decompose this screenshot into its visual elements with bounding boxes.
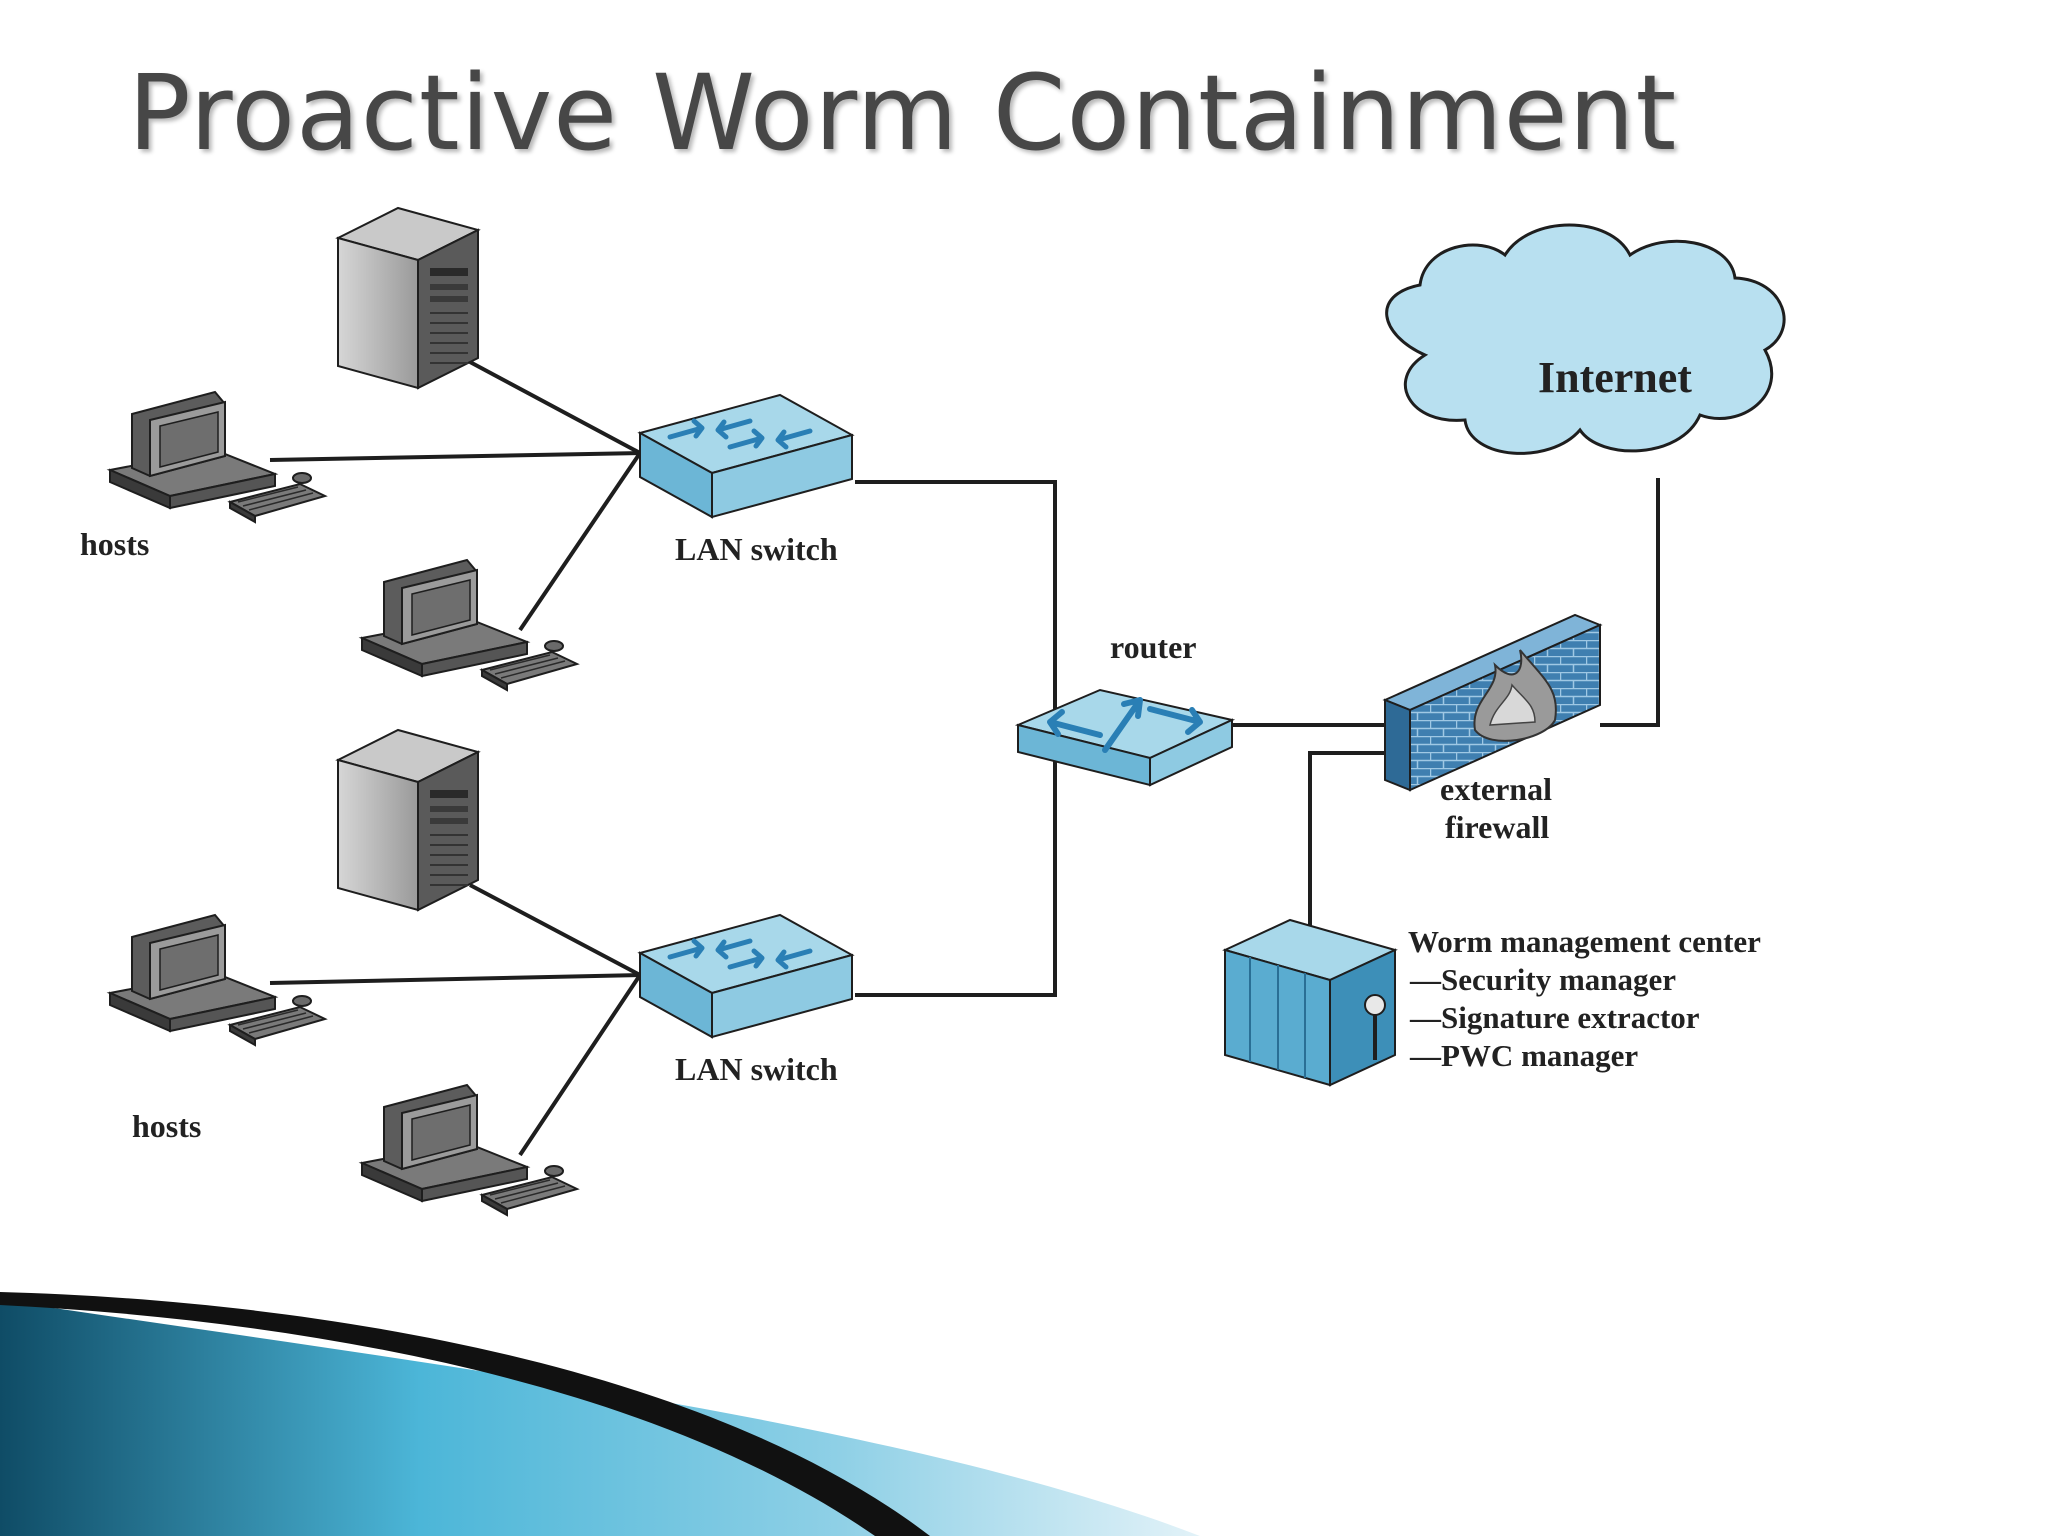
top-lan-switch-label: LAN switch bbox=[675, 531, 838, 567]
wmc-item-pwc-manager: —PWC manager bbox=[1409, 1038, 1638, 1073]
top-hosts-label: hosts bbox=[80, 526, 149, 562]
firewall-label-line1: external bbox=[1440, 771, 1552, 807]
firewall-label-line2: firewall bbox=[1445, 809, 1549, 845]
internet-label: Internet bbox=[1538, 353, 1692, 402]
router-label: router bbox=[1110, 629, 1196, 665]
slide-title: Proactive Worm Containment bbox=[128, 52, 1678, 174]
top-lan-switch-icon bbox=[640, 395, 852, 517]
bottom-host-1-icon bbox=[109, 914, 326, 1046]
firewall-icon bbox=[1382, 613, 1603, 792]
wmc-title: Worm management center bbox=[1408, 924, 1761, 959]
worm-management-center-icon bbox=[1222, 918, 1398, 1087]
router-icon bbox=[1014, 688, 1236, 787]
top-server-icon bbox=[337, 207, 479, 389]
bottom-lan-switch-icon bbox=[640, 915, 852, 1037]
wmc-item-signature-extractor: —Signature extractor bbox=[1409, 1000, 1700, 1035]
internet-cloud-icon bbox=[1385, 223, 1786, 455]
bottom-hosts-label: hosts bbox=[132, 1108, 201, 1144]
top-host-1-icon bbox=[109, 391, 326, 523]
wmc-item-security-manager: —Security manager bbox=[1409, 962, 1676, 997]
top-host-2-icon bbox=[361, 559, 578, 691]
bottom-host-2-icon bbox=[361, 1084, 578, 1216]
connection-lines bbox=[269, 360, 1660, 1157]
bottom-server-icon bbox=[337, 729, 479, 911]
bottom-lan-switch-label: LAN switch bbox=[675, 1051, 838, 1087]
background-swoosh-band bbox=[0, 1300, 1200, 1536]
